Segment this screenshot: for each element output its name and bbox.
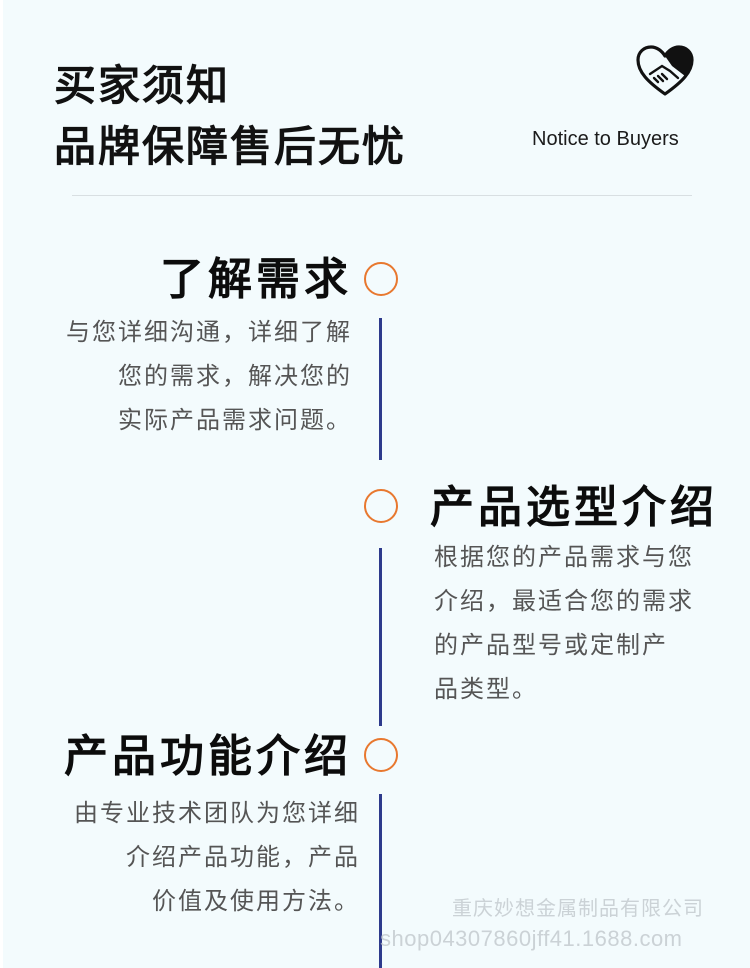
- page-title: 买家须知: [54, 61, 231, 110]
- step-2-description: 根据您的产品需求与您 介绍，最适合您的需求 的产品型号或定制产 品类型。: [434, 535, 694, 711]
- step-1-timeline-line: [379, 318, 382, 460]
- left-edge-strip: [0, 0, 3, 968]
- step-3-title: 产品功能介绍: [64, 731, 352, 782]
- step-2-line-1: 根据您的产品需求与您: [434, 543, 694, 571]
- subtitle-english: Notice to Buyers: [532, 128, 679, 150]
- step-3-line-1: 由专业技术团队为您详细: [74, 799, 360, 827]
- step-3-circle-marker: [364, 738, 398, 772]
- step-1-line-2: 您的需求，解决您的: [118, 362, 352, 390]
- watermark-shop-url: shop04307860jff41.1688.com: [380, 926, 683, 951]
- step-3-line-2: 介绍产品功能，产品: [126, 843, 360, 871]
- step-2-line-3: 的产品型号或定制产: [434, 631, 668, 659]
- step-2-line-2: 介绍，最适合您的需求: [434, 587, 694, 615]
- header-divider: [72, 195, 692, 196]
- step-1-circle-marker: [364, 262, 398, 296]
- step-1-description: 与您详细沟通，详细了解 您的需求，解决您的 实际产品需求问题。: [66, 310, 352, 442]
- step-2-circle-marker: [364, 489, 398, 523]
- heart-handshake-icon: [636, 45, 694, 96]
- watermark-company: 重庆妙想金属制品有限公司: [452, 898, 704, 920]
- step-2-line-4: 品类型。: [434, 675, 538, 703]
- step-3-timeline-line: [379, 794, 382, 968]
- step-1-line-3: 实际产品需求问题。: [118, 406, 352, 434]
- step-3-description: 由专业技术团队为您详细 介绍产品功能，产品 价值及使用方法。: [74, 791, 360, 923]
- step-1-title: 了解需求: [160, 254, 352, 305]
- step-1-line-1: 与您详细沟通，详细了解: [66, 318, 352, 346]
- page-subtitle: 品牌保障售后无忧: [54, 122, 407, 171]
- step-2-title: 产品选型介绍: [430, 482, 718, 533]
- step-2-timeline-line: [379, 548, 382, 726]
- step-3-line-3: 价值及使用方法。: [152, 887, 360, 915]
